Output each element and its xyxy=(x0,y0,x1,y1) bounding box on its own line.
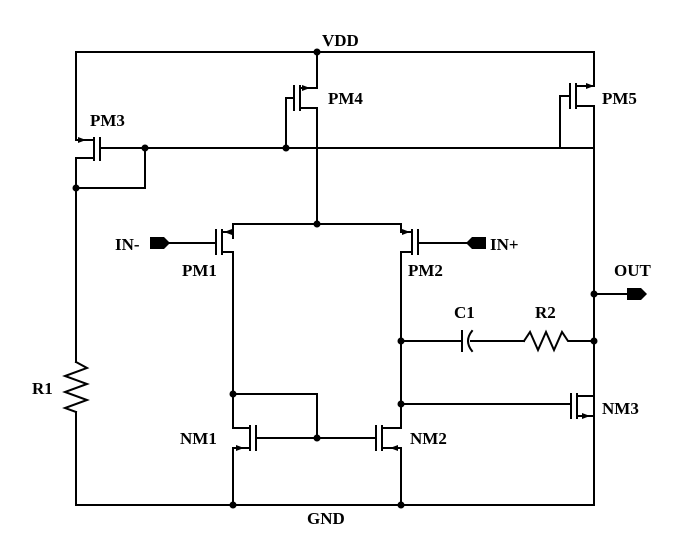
transistor-pm5 xyxy=(559,51,595,506)
transistor-nm3 xyxy=(400,393,595,419)
port-in-plus xyxy=(466,237,486,249)
resistor-r2 xyxy=(522,329,573,353)
port-in-minus xyxy=(150,237,170,249)
transistor-pm3 xyxy=(78,137,595,161)
mirror-connection xyxy=(232,393,377,439)
pm5-label: PM5 xyxy=(602,89,637,108)
gnd-label: GND xyxy=(307,509,345,528)
capacitor-c1 xyxy=(461,329,474,353)
nm2-label: NM2 xyxy=(410,429,447,448)
transistor-pm4 xyxy=(285,51,318,225)
pm2-label: PM2 xyxy=(408,261,443,280)
resistor-r1 xyxy=(62,360,90,414)
out-label: OUT xyxy=(614,261,652,280)
transistor-pm2 xyxy=(400,229,467,421)
junction-dots xyxy=(72,48,598,509)
pm4-label: PM4 xyxy=(328,89,363,108)
nm3-label: NM3 xyxy=(602,399,639,418)
bias-branch xyxy=(75,51,146,506)
r1-label: R1 xyxy=(32,379,53,398)
in-plus-label: IN+ xyxy=(490,235,519,254)
r2-label: R2 xyxy=(535,303,556,322)
transistor-nm2 xyxy=(375,419,402,506)
pm1-label: PM1 xyxy=(182,261,217,280)
transistor-nm1 xyxy=(232,419,257,506)
vdd-label: VDD xyxy=(322,31,359,50)
pm3-label: PM3 xyxy=(90,111,125,130)
nm1-label: NM1 xyxy=(180,429,217,448)
transistor-pm1 xyxy=(169,229,234,421)
port-out xyxy=(627,288,647,300)
in-minus-label: IN- xyxy=(115,235,140,254)
c1-label: C1 xyxy=(454,303,475,322)
